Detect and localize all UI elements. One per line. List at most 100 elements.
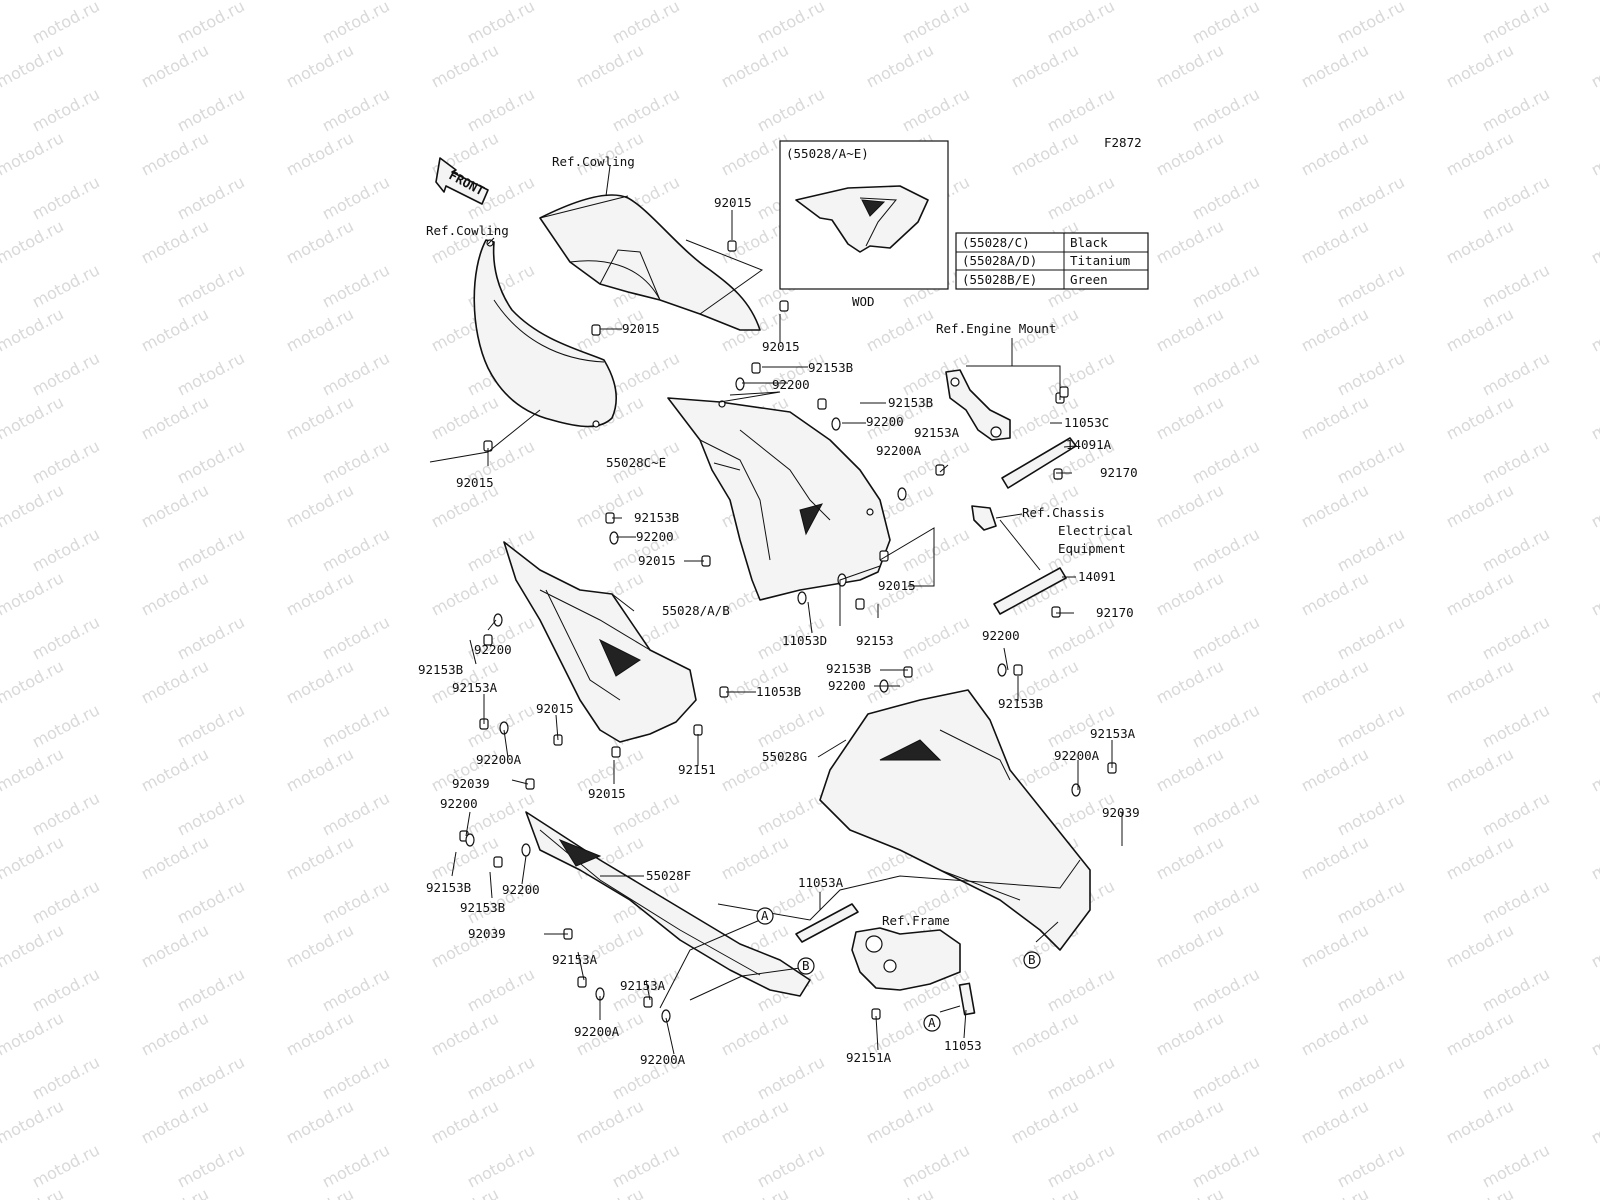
watermark-text: motod.ru [1044,964,1118,1015]
marker-a-2-text: A [928,1015,936,1030]
watermark-text: motod.ru [1008,0,1082,4]
watermark-text: motod.ru [1189,612,1263,663]
damper-11053-part [958,982,976,1016]
bolt-icon [727,240,737,252]
watermark-text: motod.ru [1588,920,1600,971]
watermark-text: motod.ru [1044,1052,1118,1103]
watermark-text: motod.ru [0,0,67,4]
watermark-text: motod.ru [1443,1096,1517,1147]
watermark-text: motod.ru [29,1140,103,1191]
watermark-text: motod.ru [1588,832,1600,883]
part-label-92200: 92200 [772,377,810,392]
watermark-text: motod.ru [1298,568,1372,619]
watermark-text: motod.ru [138,0,212,4]
ref-frame: Ref.Frame [882,913,950,928]
watermark-text: motod.ru [174,612,248,663]
part-label-92151: 92151 [678,762,716,777]
watermark-text: motod.ru [174,0,248,48]
color-table: (55028/C) Black (55028A/D) Titanium (550… [955,232,1149,290]
watermark-text: motod.ru [0,304,67,355]
bolt-icon [483,634,493,646]
watermark-text: motod.ru [1588,656,1600,707]
watermark-text: motod.ru [319,348,393,399]
watermark-text: motod.ru [1588,744,1600,795]
watermark-text: motod.ru [0,832,67,883]
part-label-92153: 92153 [856,633,894,648]
watermark-text: motod.ru [1588,1008,1600,1059]
part-label-92170: 92170 [1100,465,1138,480]
watermark-text: motod.ru [319,524,393,575]
watermark-text: motod.ru [1479,260,1553,311]
part-label-92153A: 92153A [1090,726,1136,741]
watermark-text: motod.ru [1298,392,1372,443]
watermark-text: motod.ru [29,260,103,311]
part-label-11053: 11053 [944,1038,982,1053]
watermark-text: motod.ru [1008,1184,1082,1200]
part-label-92200A: 92200A [476,752,522,767]
color-table-color-1: Black [1070,235,1108,250]
washer-icon [1071,783,1081,797]
bolt-icon [591,324,601,336]
washer-icon [609,531,619,545]
watermark-text: motod.ru [1008,1008,1082,1059]
watermark-text: motod.ru [283,568,357,619]
watermark-text: motod.ru [319,1052,393,1103]
ref-chassis-line3: Equipment [1058,541,1126,556]
watermark-text: motod.ru [718,0,792,4]
washer-icon [897,487,907,501]
watermark-text: motod.ru [1153,656,1227,707]
watermark-text: motod.ru [1588,40,1600,91]
color-table-part-2: (55028A/D) [962,253,1037,268]
watermark-text: motod.ru [428,0,502,4]
watermark-text: motod.ru [1153,304,1227,355]
frame-bracket-part [851,927,961,991]
watermark-text: motod.ru [1588,392,1600,443]
watermark-text: motod.ru [1334,348,1408,399]
part-label-92200: 92200 [866,414,904,429]
watermark-text: motod.ru [1479,612,1553,663]
watermark-text: motod.ru [754,1140,828,1191]
marker-a-1-text: A [761,908,769,923]
watermark-text: motod.ru [1479,1140,1553,1191]
watermark-text: motod.ru [29,700,103,751]
watermark-text: motod.ru [1044,1140,1118,1191]
watermark-text: motod.ru [428,1096,502,1147]
watermark-text: motod.ru [1189,348,1263,399]
part-label-92153A: 92153A [914,425,960,440]
watermark-text: motod.ru [1153,392,1227,443]
watermark-text: motod.ru [428,40,502,91]
ref-chassis-line1: Ref.Chassis [1022,505,1105,520]
lower-cowl-right-part [819,689,1091,951]
part-label-55028C-E: 55028C~E [606,455,666,470]
watermark-text: motod.ru [174,1140,248,1191]
watermark-text: motod.ru [1443,40,1517,91]
lower-cowl-left-part [525,811,811,997]
part-label-11053C: 11053C [1064,415,1109,430]
part-label-92200: 92200 [502,882,540,897]
washer-icon [735,377,745,391]
watermark-text: motod.ru [1334,84,1408,135]
watermark-text: motod.ru [1588,0,1600,4]
watermark-text: motod.ru [0,1096,67,1147]
watermark-text: motod.ru [1298,832,1372,883]
watermark-text: motod.ru [428,568,502,619]
watermark-text: motod.ru [1479,964,1553,1015]
bolt-icon [1053,468,1063,480]
watermark-text: motod.ru [1443,0,1517,4]
watermark-text: motod.ru [138,1096,212,1147]
watermark-text: motod.ru [138,568,212,619]
upper-front-cowl-part [473,239,617,428]
bolt-icon [693,724,703,736]
watermark-text: motod.ru [754,788,828,839]
watermark-text: motod.ru [1008,1096,1082,1147]
watermark-text: motod.ru [1334,0,1408,48]
watermark-text: motod.ru [1189,172,1263,223]
watermark-text: motod.ru [1443,216,1517,267]
watermark-text: motod.ru [863,1184,937,1200]
watermark-text: motod.ru [1334,700,1408,751]
watermark-text: motod.ru [138,128,212,179]
watermark-text: motod.ru [1189,700,1263,751]
bolt-icon [611,746,621,758]
watermark-text: motod.ru [283,1184,357,1200]
watermark-text: motod.ru [1189,524,1263,575]
